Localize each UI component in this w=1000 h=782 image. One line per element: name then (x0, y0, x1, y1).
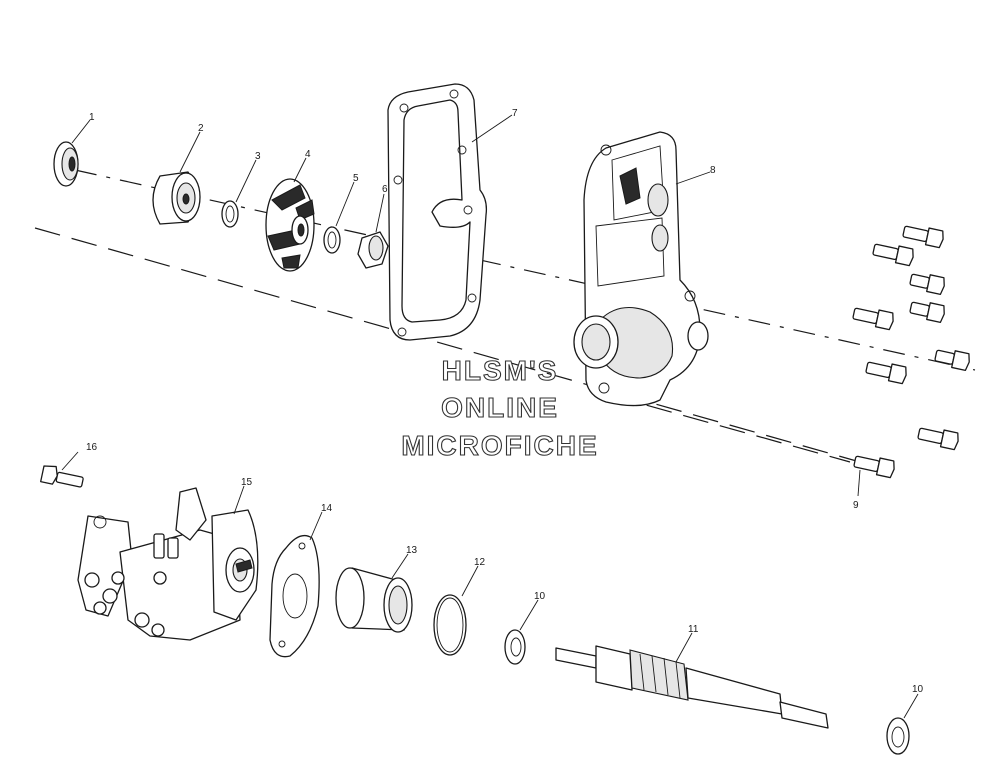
callout-4: 4 (305, 149, 311, 160)
callout-2: 2 (198, 123, 204, 134)
part-15-pump-housing (77, 487, 259, 641)
callout-10b: 10 (912, 684, 924, 695)
callout-9: 9 (853, 500, 859, 511)
callout-11: 11 (688, 624, 699, 635)
leader-lines (61, 114, 919, 719)
part-11-shaft (555, 645, 829, 729)
part-2-bearing (152, 171, 201, 225)
part-12-o-ring (433, 594, 467, 656)
callout-1: 1 (89, 112, 95, 123)
part-6-nut (357, 231, 389, 269)
part-5-washer (323, 226, 341, 254)
callout-13: 13 (406, 545, 418, 556)
callout-15: 15 (241, 477, 253, 488)
part-14-gasket (269, 534, 320, 658)
callout-16: 16 (86, 442, 98, 453)
watermark-line-2: ONLINE (441, 392, 559, 423)
callout-6: 6 (382, 184, 388, 195)
callout-numbers: 1 2 3 4 5 6 7 8 9 10 10 11 12 13 14 15 1… (86, 108, 924, 695)
part-10b-washer (886, 717, 910, 755)
part-16-bolt (40, 465, 84, 488)
callout-5: 5 (353, 173, 359, 184)
part-8-cover (573, 131, 709, 407)
part-4-impeller (265, 178, 315, 272)
watermark-line-3: MICROFICHE (401, 430, 598, 461)
callout-7: 7 (512, 108, 518, 119)
callout-14: 14 (321, 503, 333, 514)
callout-10a: 10 (534, 591, 546, 602)
part-1-seal (53, 141, 79, 187)
part-10a-washer (504, 629, 526, 665)
part-7-gasket (387, 83, 488, 341)
callout-12: 12 (474, 557, 486, 568)
part-3-washer (221, 200, 239, 228)
watermark-line-1: HLSM'S (442, 355, 559, 386)
callout-8: 8 (710, 165, 716, 176)
watermark: HLSM'S ONLINE MICROFICHE (401, 354, 598, 461)
part-13-sleeve (335, 567, 413, 633)
part-9-bolts (852, 225, 970, 479)
callout-3: 3 (255, 151, 261, 162)
